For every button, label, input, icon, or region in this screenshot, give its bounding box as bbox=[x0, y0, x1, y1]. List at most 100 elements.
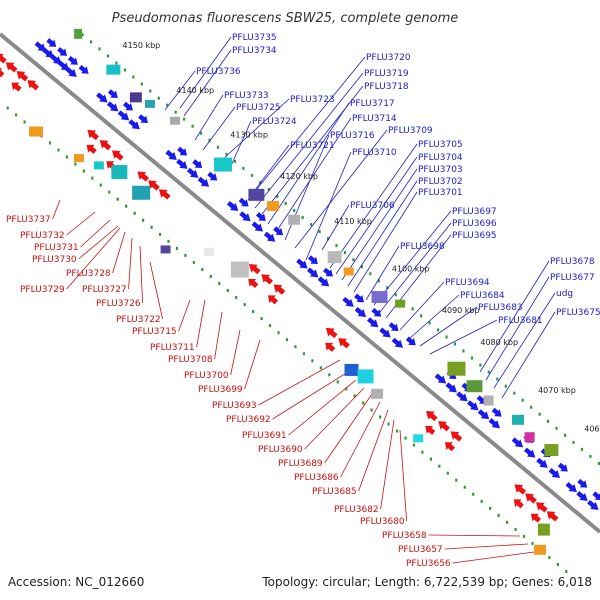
gene-feature-block bbox=[169, 116, 180, 125]
forward-gene-arrow bbox=[122, 101, 133, 111]
gene-feature-block bbox=[327, 251, 342, 264]
gene-label-reverse: PFLU3715 bbox=[132, 327, 177, 337]
tick-dot bbox=[453, 342, 457, 346]
tick-dot bbox=[513, 391, 516, 395]
leader-line bbox=[275, 117, 352, 233]
gene-label-forward: PFLU3677 bbox=[550, 273, 595, 283]
forward-gene-arrow bbox=[186, 167, 199, 178]
forward-gene-arrow bbox=[511, 437, 524, 448]
gene-label-forward: PFLU3736 bbox=[196, 67, 241, 77]
tick-dot bbox=[538, 412, 541, 416]
gene-label-reverse: PFLU3731 bbox=[34, 243, 79, 253]
forward-gene-arrow bbox=[366, 317, 379, 328]
gene-label-reverse: PFLU3656 bbox=[406, 559, 451, 569]
forward-gene-arrow bbox=[49, 54, 62, 65]
tick-dot bbox=[446, 471, 449, 475]
tick-dot bbox=[489, 506, 492, 510]
tick-dot bbox=[209, 274, 212, 278]
gene-feature-block bbox=[214, 157, 233, 172]
forward-gene-arrow bbox=[557, 462, 568, 472]
tick-dot bbox=[487, 370, 490, 374]
gene-label-reverse: PFLU3693 bbox=[212, 401, 257, 411]
gene-feature-block bbox=[447, 361, 466, 376]
forward-gene-arrow bbox=[371, 307, 382, 317]
leader-line bbox=[379, 222, 452, 313]
reverse-gene-arrow bbox=[530, 513, 542, 523]
forward-gene-arrow bbox=[405, 336, 416, 346]
gene-label-forward: PFLU3706 bbox=[350, 201, 395, 211]
tick-dot bbox=[505, 520, 509, 524]
scale-label: 4070 kbp bbox=[538, 386, 576, 395]
tick-dot bbox=[108, 190, 111, 194]
forward-gene-arrow bbox=[207, 171, 218, 181]
leader-line bbox=[341, 168, 418, 281]
forward-gene-arrow bbox=[65, 66, 77, 77]
gene-label-forward: PFLU3695 bbox=[452, 231, 497, 241]
gene-feature-block bbox=[371, 388, 384, 399]
scale-label: 4130 kbp bbox=[230, 131, 268, 140]
tick-dot bbox=[123, 68, 126, 72]
tick-dot bbox=[438, 464, 441, 468]
gene-feature-block bbox=[204, 247, 215, 256]
tick-dot bbox=[149, 89, 152, 93]
gene-feature-block bbox=[132, 185, 151, 200]
forward-gene-arrow bbox=[587, 499, 599, 510]
reverse-gene-arrow bbox=[5, 62, 18, 73]
gene-label-reverse: PFLU3680 bbox=[360, 517, 405, 527]
tick-dot bbox=[233, 159, 237, 163]
tick-dot bbox=[115, 61, 118, 65]
gene-label-reverse: PFLU3732 bbox=[20, 231, 65, 241]
forward-gene-arrow bbox=[565, 482, 577, 493]
forward-gene-arrow bbox=[491, 407, 502, 417]
leader-line bbox=[409, 294, 460, 339]
tick-dot bbox=[387, 422, 390, 426]
forward-gene-arrow bbox=[78, 64, 89, 74]
tick-dot bbox=[343, 251, 347, 255]
forward-gene-arrow bbox=[34, 41, 47, 52]
tick-dot bbox=[293, 209, 296, 213]
tick-dot bbox=[504, 384, 507, 388]
tick-dot bbox=[216, 145, 220, 149]
tick-dot bbox=[199, 131, 203, 135]
tick-dot bbox=[226, 289, 229, 293]
tick-dot bbox=[99, 183, 102, 187]
reverse-gene-arrow bbox=[0, 68, 5, 78]
leader-line bbox=[304, 387, 365, 450]
tick-dot bbox=[166, 103, 169, 107]
leader-line bbox=[353, 191, 418, 293]
forward-gene-arrow bbox=[354, 307, 367, 318]
tick-dot bbox=[479, 363, 482, 367]
gene-label-reverse: PFLU3730 bbox=[32, 255, 77, 265]
forward-gene-arrow bbox=[239, 211, 251, 222]
gene-label-forward: PFLU3733 bbox=[224, 91, 269, 101]
scale-label: 4090 kbp bbox=[442, 306, 480, 315]
tick-dot bbox=[480, 499, 483, 503]
tick-dot bbox=[589, 454, 592, 458]
tick-dot bbox=[302, 352, 306, 356]
reverse-gene-arrow bbox=[261, 274, 273, 285]
tick-dot bbox=[57, 148, 60, 152]
gene-feature-block bbox=[29, 126, 44, 137]
tick-dot bbox=[98, 47, 101, 51]
leader-line bbox=[444, 543, 529, 550]
tick-dot bbox=[565, 570, 568, 574]
forward-gene-arrow bbox=[226, 201, 239, 212]
tick-dot bbox=[260, 317, 263, 321]
gene-feature-block bbox=[129, 92, 142, 103]
gene-label-forward: PFLU3698 bbox=[400, 242, 445, 252]
reverse-gene-arrow bbox=[338, 338, 350, 349]
gene-feature-block bbox=[357, 369, 374, 384]
tick-dot bbox=[106, 54, 110, 58]
tick-dot bbox=[235, 296, 238, 300]
leader-line bbox=[254, 144, 290, 191]
tick-dot bbox=[547, 419, 550, 423]
leader-line bbox=[288, 379, 357, 436]
tick-dot bbox=[157, 96, 160, 100]
tick-dot bbox=[267, 187, 270, 191]
leader-line bbox=[230, 329, 241, 376]
gene-feature-block bbox=[288, 214, 301, 225]
gene-label-forward: PFLU3735 bbox=[232, 33, 277, 43]
leader-line bbox=[305, 151, 352, 261]
forward-gene-arrow bbox=[317, 276, 330, 287]
leader-line bbox=[78, 225, 119, 260]
